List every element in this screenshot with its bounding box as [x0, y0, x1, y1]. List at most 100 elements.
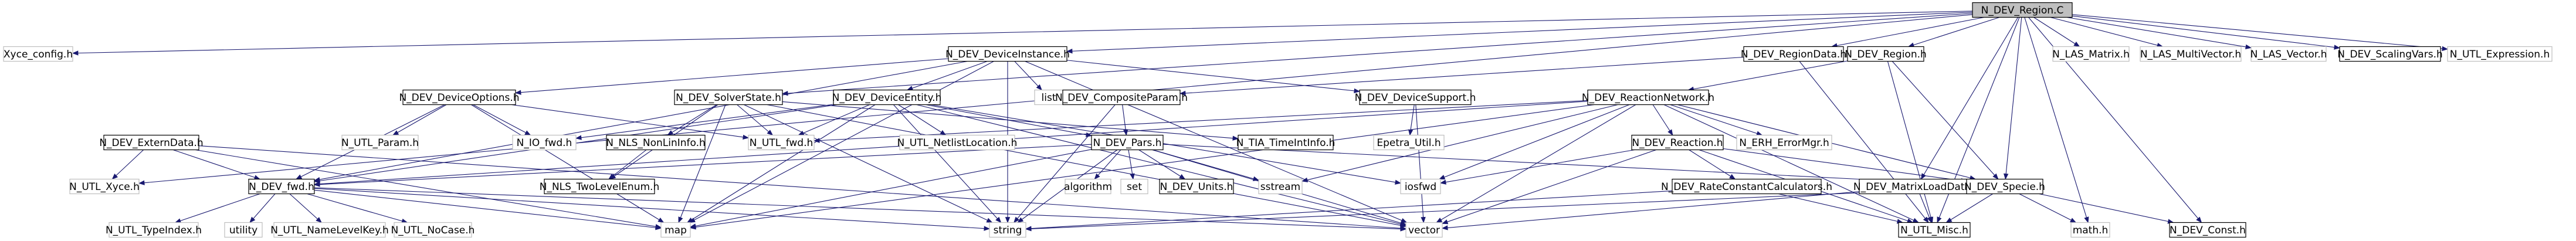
node-n-dev-specie-h[interactable]: N_DEV_Specie.h — [1964, 178, 2045, 195]
node-n-dev-regiondata-h[interactable]: N_DEV_RegionData.h — [1741, 46, 1846, 62]
edge-line — [2019, 194, 2076, 223]
node-label: N_DEV_SolverState.h — [676, 92, 781, 104]
node-n-dev-pars-h[interactable]: N_DEV_Pars.h — [1091, 134, 1164, 151]
node-label: N_ERH_ErrorMgr.h — [1739, 137, 1829, 149]
node-math-h: math.h — [2070, 222, 2110, 238]
arrowhead-icon — [1399, 220, 1407, 226]
edge-n-dev-region-c-to-xyce-config-h — [72, 11, 1973, 56]
node-n-dev-externdata-h[interactable]: N_DEV_ExternData.h — [99, 134, 204, 151]
edge-n-dev-reaction-h-to-iosfwd — [1439, 149, 1635, 185]
arrowhead-icon — [2196, 216, 2202, 223]
node-label: N_LAS_Matrix.h — [2052, 49, 2130, 60]
node-box — [103, 134, 199, 151]
node-n-utl-param-h: N_UTL_Param.h — [341, 134, 419, 151]
node-n-nls-twolevelenum-h[interactable]: N_NLS_TwoLevelEnum.h — [540, 178, 659, 195]
node-n-dev-const-h[interactable]: N_DEV_Const.h — [2169, 222, 2246, 238]
edge-n-dev-deviceoptions-h-to-n-io-fwd-h — [473, 104, 531, 136]
edge-n-dev-region-c-to-n-dev-region-h — [1907, 16, 2000, 47]
node-n-erh-errormgr-h: N_ERH_ErrorMgr.h — [1736, 134, 1832, 151]
edge-n-dev-solverstate-h-to-n-nls-nonlininfo-h — [667, 104, 717, 136]
arrowhead-icon — [1912, 218, 1919, 223]
edge-line — [1689, 150, 1736, 179]
edge-line — [930, 104, 1401, 184]
edge-line — [2050, 16, 2163, 47]
edge-n-dev-compositeparam-h-to-n-dev-pars-h — [1122, 104, 1128, 136]
node-n-utl-misc-h[interactable]: N_UTL_Misc.h — [1898, 222, 1971, 238]
edge-n-dev-fwd-h-to-map — [314, 189, 662, 230]
node-label: N_DEV_Units.h — [1160, 181, 1233, 193]
edge-n-dev-deviceoptions-h-to-n-utl-param-h — [392, 104, 447, 136]
node-n-dev-deviceoptions-h[interactable]: N_DEV_DeviceOptions.h — [399, 89, 520, 106]
node-label: N_DEV_DeviceEntity.h — [832, 92, 942, 104]
arrowhead-icon — [1923, 216, 1929, 223]
node-n-dev-deviceinstance-h[interactable]: N_DEV_DeviceInstance.h — [945, 46, 1070, 62]
edge-n-dev-region-c-to-n-dev-regiondata-h — [1831, 16, 1985, 48]
node-n-dev-fwd-h[interactable]: N_DEV_fwd.h — [248, 178, 315, 195]
edge-n-dev-pars-h-to-set — [1128, 150, 1135, 180]
edge-n-dev-specie-h-to-n-dev-const-h — [2039, 193, 2174, 224]
edge-n-dev-deviceinstance-h-to-n-dev-deviceoptions-h — [514, 58, 949, 95]
node-n-dev-deviceentity-h[interactable]: N_DEV_DeviceEntity.h — [832, 89, 942, 106]
node-n-dev-reaction-h[interactable]: N_DEV_Reaction.h — [1631, 134, 1724, 151]
arrowhead-icon — [2004, 173, 2009, 180]
edge-line — [2072, 14, 2448, 50]
arrowhead-icon — [316, 217, 322, 223]
node-label: N_UTL_fwd.h — [750, 137, 814, 149]
node-box — [1373, 134, 1445, 151]
node-n-utl-xyce-h: N_UTL_Xyce.h — [69, 178, 140, 195]
edge-line — [515, 58, 949, 93]
edge-line — [2024, 17, 2089, 223]
edge-line — [314, 189, 662, 229]
node-label: N_TIA_TimeIntInfo.h — [1236, 137, 1336, 149]
edge-n-dev-pars-h-to-n-dev-fwd-h — [313, 144, 1092, 187]
node-box — [1400, 178, 1441, 195]
edge-line — [471, 104, 664, 223]
edge-n-dev-fwd-h-to-string — [314, 188, 991, 231]
edge-n-dev-compositeparam-h-to-string — [1014, 104, 1116, 223]
node-box — [748, 134, 815, 151]
node-label: N_LAS_Vector.h — [2250, 49, 2327, 60]
arrowhead-icon — [813, 138, 820, 143]
node-n-dev-devicesupport-h[interactable]: N_DEV_DeviceSupport.h — [1355, 89, 1476, 106]
node-box — [1859, 178, 1975, 195]
node-n-dev-units-h[interactable]: N_DEV_Units.h — [1159, 178, 1234, 195]
edge-line — [249, 194, 276, 223]
node-n-dev-matrixloaddata-h[interactable]: N_DEV_MatrixLoadData.h — [1853, 178, 1980, 195]
node-n-dev-rateconstantcalculators-h[interactable]: N_DEV_RateConstantCalculators.h — [1661, 178, 1832, 195]
node-box — [1034, 89, 1063, 106]
edge-line — [1652, 104, 1673, 135]
node-iosfwd: iosfwd — [1400, 178, 1441, 195]
node-n-dev-scalingvars-h[interactable]: N_DEV_ScalingVars.h — [2337, 46, 2443, 62]
node-n-tia-timeintinfo-h[interactable]: N_TIA_TimeIntInfo.h — [1236, 134, 1336, 151]
edge-n-dev-fwd-h-to-n-utl-typeindex-h — [174, 193, 260, 223]
arrowhead-icon — [138, 180, 145, 185]
node-box — [69, 178, 140, 195]
edge-n-dev-reactionnetwork-h-to-n-utl-fwd-h — [813, 100, 1588, 143]
edge-n-dev-deviceentity-h-to-string — [893, 104, 1002, 223]
node-label: vector — [1408, 225, 1440, 236]
node-n-dev-region-c[interactable]: N_DEV_Region.C — [1972, 2, 2073, 18]
node-vector: vector — [1405, 222, 1443, 238]
edge-line — [198, 145, 1406, 229]
arrowhead-icon — [1421, 216, 1426, 223]
edge-line — [1799, 61, 1929, 223]
edge-line — [1014, 104, 1116, 223]
arrowhead-icon — [1005, 217, 1011, 223]
edge-n-nls-nonlininfo-h-to-n-nls-twolevelenum-h — [608, 150, 647, 180]
node-label: algorithm — [1064, 181, 1112, 193]
node-n-nls-nonlininfo-h[interactable]: N_NLS_NonLinInfo.h — [606, 134, 706, 151]
node-label: N_DEV_MatrixLoadData.h — [1853, 181, 1980, 193]
arrowhead-icon — [1937, 216, 1942, 223]
node-n-dev-compositeparam-h[interactable]: N_DEV_CompositeParam.h — [1055, 89, 1188, 106]
arrowhead-icon — [2073, 41, 2080, 47]
node-label: string — [994, 225, 1022, 236]
arrowhead-icon — [111, 174, 118, 180]
node-n-dev-reactionnetwork-h[interactable]: N_DEV_ReactionNetwork.h — [1582, 89, 1714, 106]
edge-n-dev-externdata-h-to-n-utl-xyce-h — [111, 150, 144, 180]
edge-n-dev-deviceentity-h-to-n-dev-pars-h — [926, 104, 1093, 137]
node-box — [1631, 134, 1724, 151]
node-n-dev-region-h[interactable]: N_DEV_Region.h — [1845, 46, 1927, 62]
edge-line — [172, 149, 260, 180]
node-label: N_UTL_TypeIndex.h — [106, 225, 202, 236]
node-n-dev-solverstate-h[interactable]: N_DEV_SolverState.h — [674, 89, 783, 106]
